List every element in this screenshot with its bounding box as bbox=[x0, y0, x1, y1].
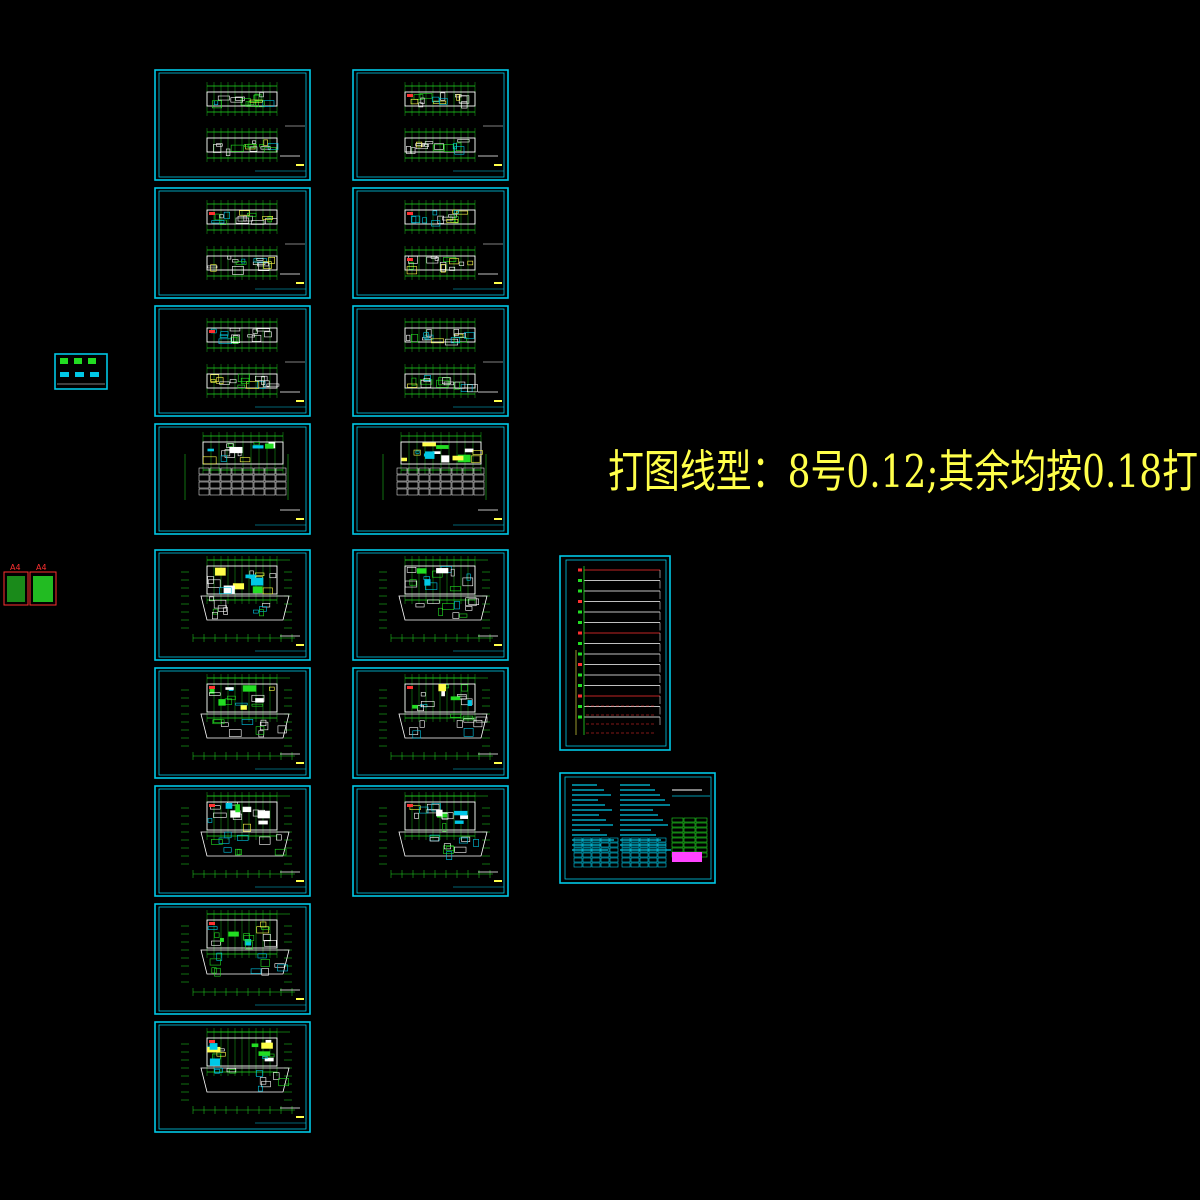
sheet-column-right bbox=[352, 69, 509, 897]
a4-thumbnails[interactable]: A4 A4 bbox=[3, 563, 57, 606]
drawing-sheet[interactable] bbox=[154, 903, 311, 1015]
drawing-sheet[interactable] bbox=[352, 423, 509, 535]
drawing-sheet[interactable] bbox=[154, 667, 311, 779]
drawing-sheet[interactable] bbox=[352, 667, 509, 779]
drawing-sheet[interactable] bbox=[154, 785, 311, 897]
sheet-column-left bbox=[154, 69, 311, 1133]
print-linetype-note: 打图线型：8号0.12;其余均按0.18打 bbox=[608, 445, 1198, 498]
a4-label-2: A4 bbox=[36, 563, 47, 572]
drawing-sheet[interactable] bbox=[352, 305, 509, 417]
design-notes-sheet[interactable] bbox=[559, 772, 716, 884]
drawing-sheet[interactable] bbox=[154, 549, 311, 661]
system-diagram-sheet[interactable] bbox=[559, 555, 671, 751]
drawing-sheet[interactable] bbox=[154, 187, 311, 299]
drawing-sheet[interactable] bbox=[154, 1021, 311, 1133]
drawing-sheet[interactable] bbox=[352, 549, 509, 661]
drawing-sheet[interactable] bbox=[352, 187, 509, 299]
a4-label-1: A4 bbox=[10, 563, 21, 572]
drawing-sheet[interactable] bbox=[154, 423, 311, 535]
drawing-sheet[interactable] bbox=[352, 785, 509, 897]
drawing-sheet[interactable] bbox=[154, 69, 311, 181]
drawing-sheet[interactable] bbox=[154, 305, 311, 417]
drawing-sheet[interactable] bbox=[352, 69, 509, 181]
legend-sheet[interactable] bbox=[54, 353, 108, 390]
